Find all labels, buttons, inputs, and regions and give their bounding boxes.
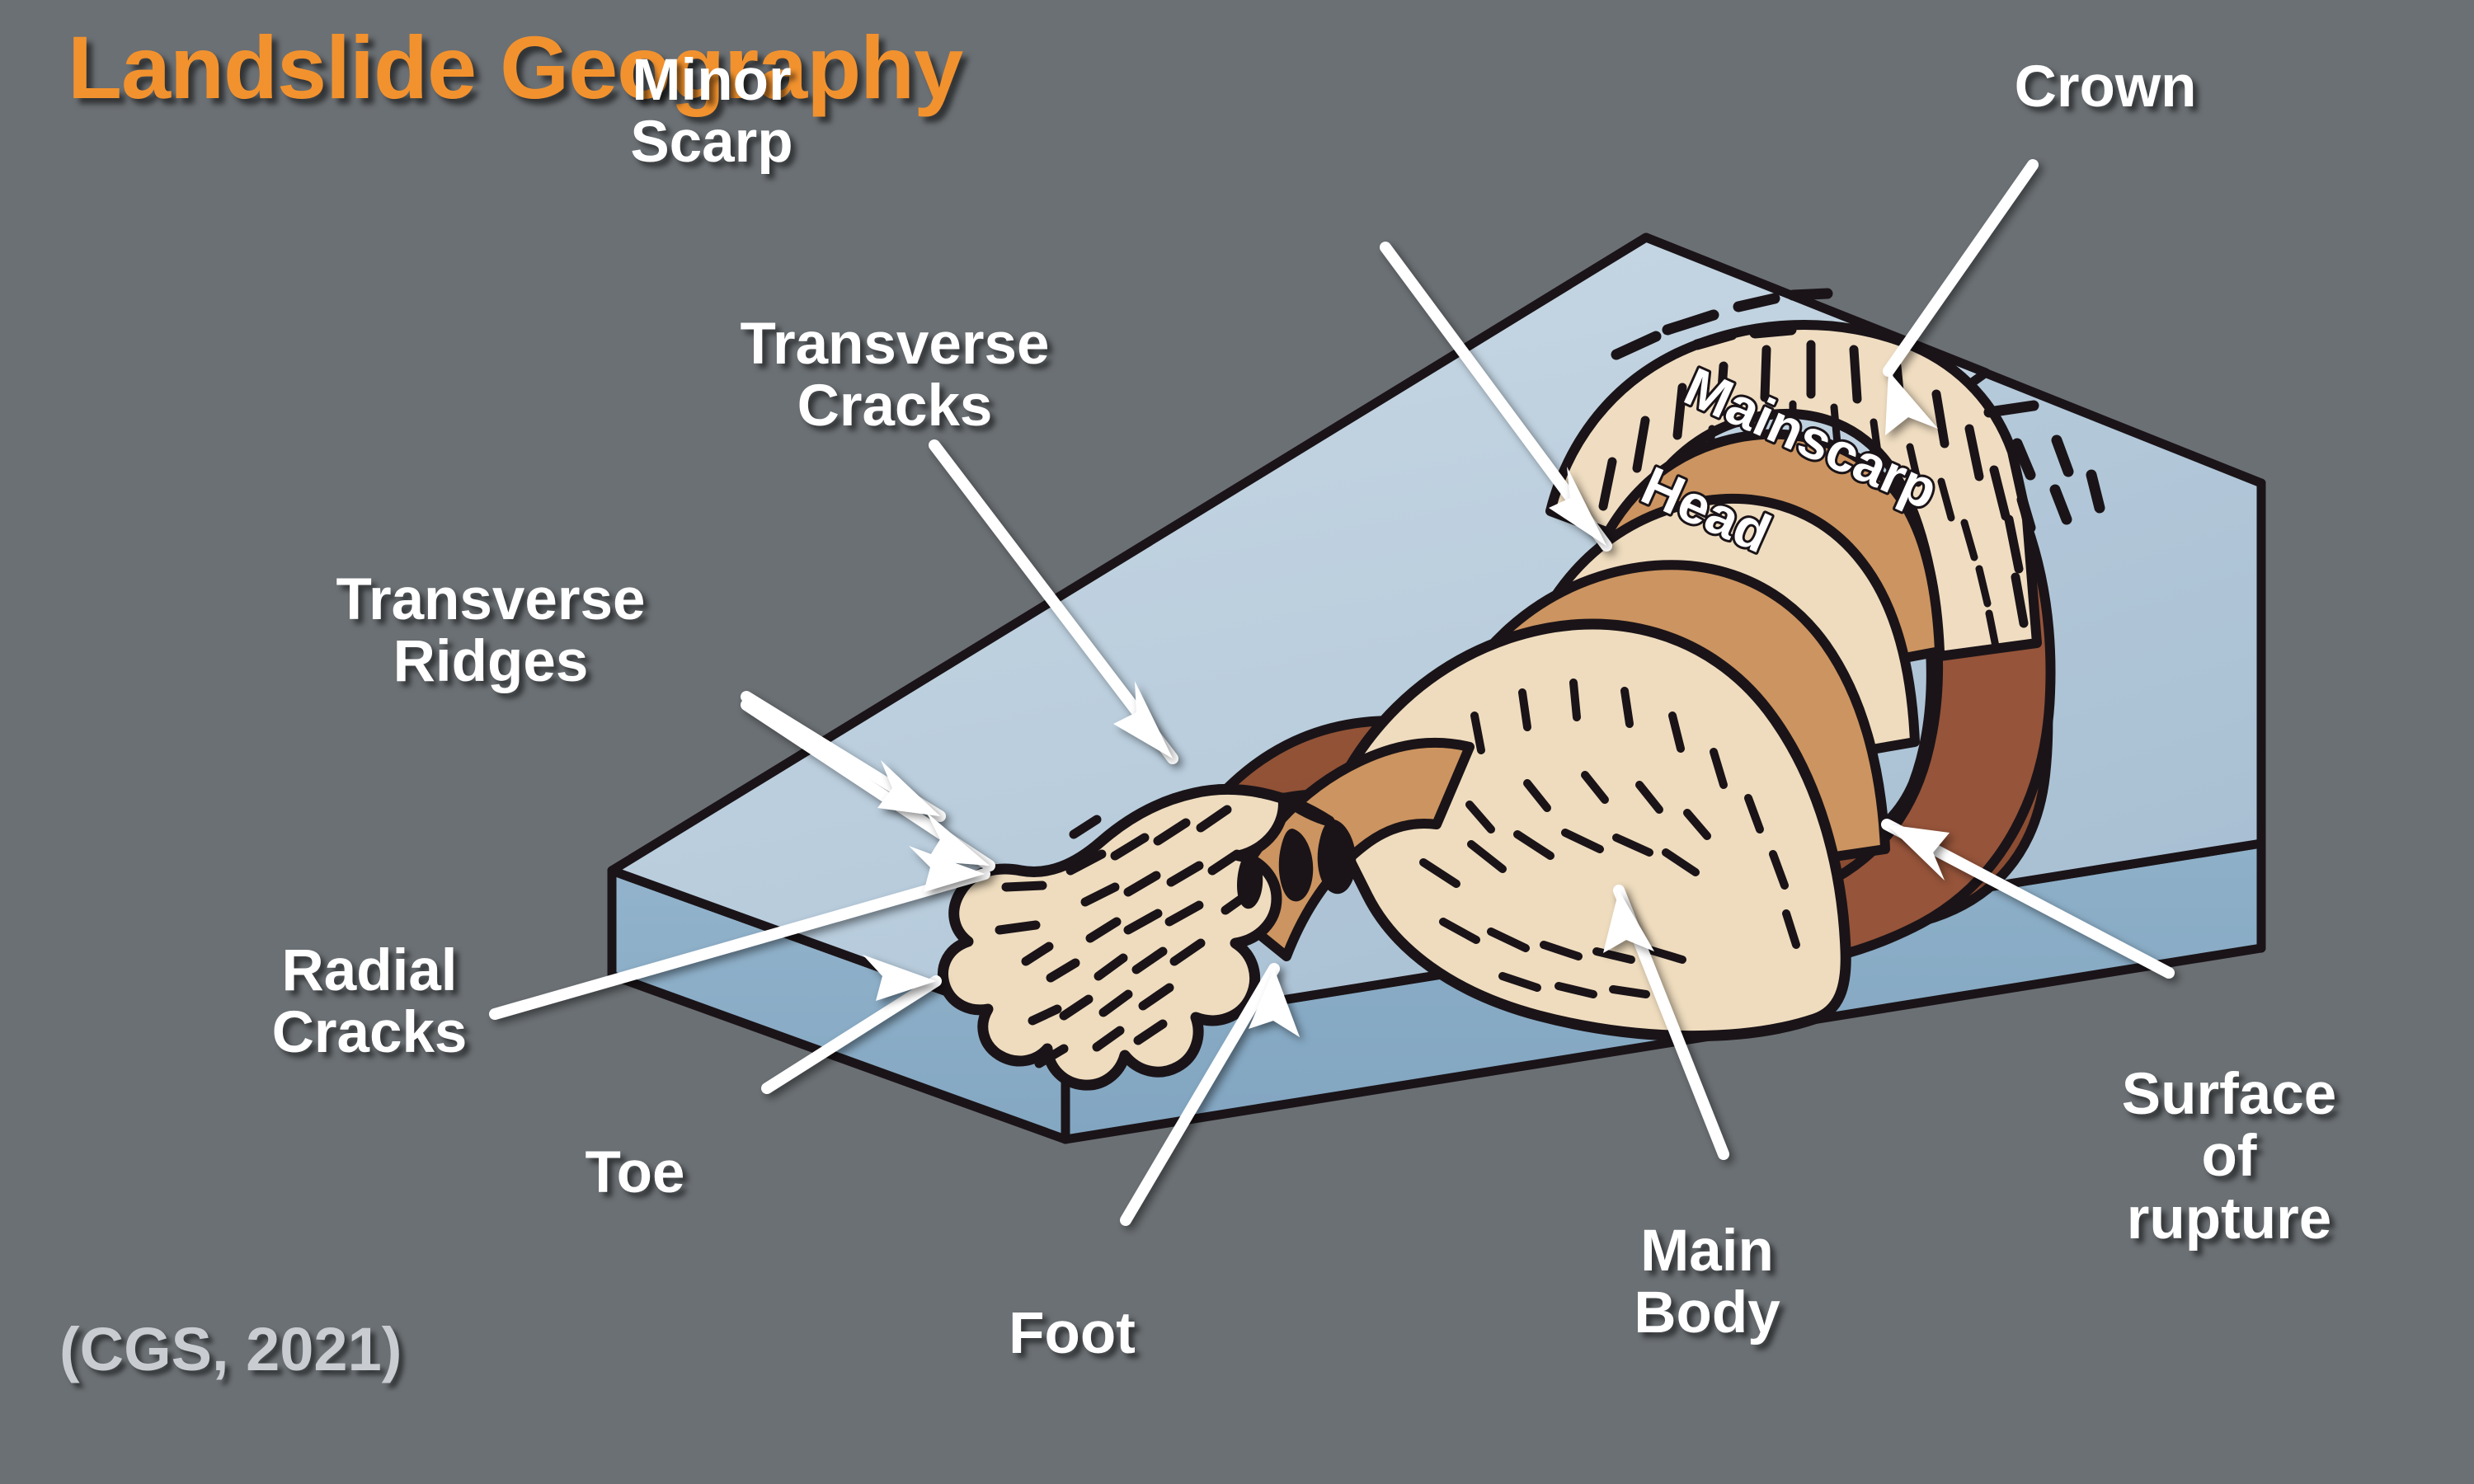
leader-crown (1883, 159, 2039, 377)
toe-radial-cracks (995, 805, 1253, 1068)
callout-label-minor-scarp: Minor Scarp (630, 48, 793, 176)
leader-foot (1120, 963, 1280, 1226)
leader-minor-scarp (1380, 242, 1612, 552)
leader-toe (761, 975, 942, 1094)
callout-label-main-body: Main Body (1634, 1219, 1780, 1346)
leader-transverse-cracks (929, 439, 1178, 764)
callout-label-foot: Foot (1009, 1301, 1136, 1366)
callout-label-radial-cracks: Radial Cracks (271, 938, 468, 1066)
callout-label-toe: Toe (585, 1140, 685, 1205)
callout-label-surface-of-rupture: Surface of rupture (2121, 1062, 2337, 1252)
mainscarp-serrations (1598, 340, 2029, 628)
callout-label-transverse-cracks: Transverse Cracks (740, 312, 1050, 439)
foot-tear-marks (1237, 819, 1357, 909)
callout-label-crown: Crown (2014, 54, 2197, 120)
citation: (CGS, 2021) (59, 1315, 402, 1383)
crown-cracks (1611, 288, 2105, 533)
page-title: Landslide Geography (68, 17, 963, 117)
callout-label-transverse-ridges: Transverse Ridges (336, 567, 646, 695)
leader-radial-cracks (489, 868, 990, 1020)
callout-arrowheads (863, 371, 1950, 1037)
